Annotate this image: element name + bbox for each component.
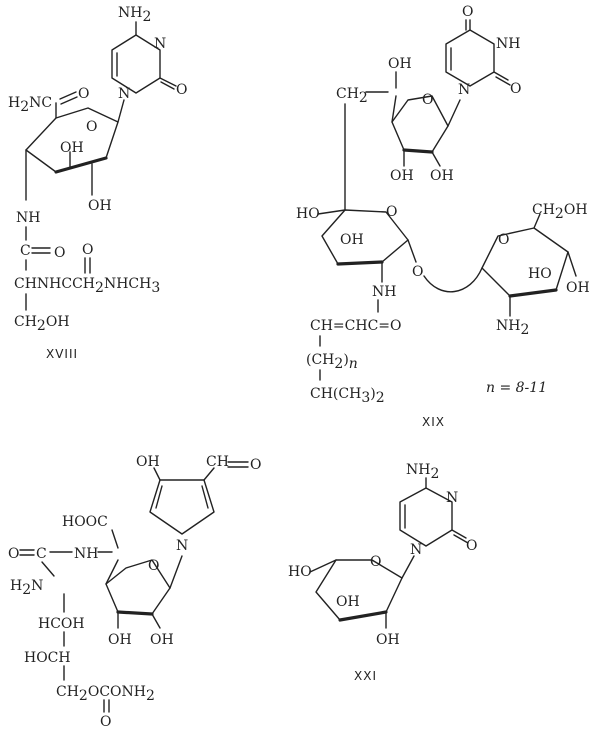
pyrrole-cho-o: O — [250, 457, 261, 473]
xix-pyranose-right — [481, 227, 569, 297]
xxi-cytosine-ring — [399, 487, 453, 547]
pyrrole-o-nh: O — [8, 546, 19, 562]
xix-oh-d: OH — [340, 232, 364, 248]
xix-chain: CH=CHC=O — [310, 318, 402, 334]
xix-uracil-ring — [445, 29, 495, 87]
xviii-ch2oh: CH2OH — [14, 314, 70, 334]
xix-oh-b: OH — [390, 168, 414, 184]
pyrrole-n: N — [176, 538, 188, 554]
xviii-chain: CHNHCCH2NHCH3 — [14, 276, 160, 296]
xix-ch2: CH2 — [336, 86, 368, 106]
pyrrole-hcoh: HCOH — [38, 616, 85, 632]
xix-ho-a: HO — [296, 206, 320, 222]
pyrrole-oh-top: OH — [136, 454, 160, 470]
xxi-caption: XXI — [354, 669, 377, 683]
pyrrole-furanose-ring — [105, 559, 171, 615]
xviii-o-carbonyl: O — [176, 82, 187, 98]
xviii-n-ring-top: N — [154, 36, 166, 52]
xix-note: n = 8-11 — [486, 380, 547, 396]
structure-xix: O NH N O O OH OH OH CH2 HO O OH O NH CH=… — [296, 4, 590, 429]
xix-o-pyr: O — [386, 204, 397, 220]
xix-n-ring: N — [458, 82, 470, 98]
xviii-nh: NH — [16, 210, 40, 226]
xviii-co: C — [20, 243, 31, 259]
xxi-nh2: NH2 — [406, 462, 439, 482]
pyrrole-ch2: CH2OCONH2 — [56, 684, 155, 704]
xviii-nh2: NH2 — [118, 5, 151, 25]
pyrrole-hoch: HOCH — [24, 650, 71, 666]
xxi-oh-b: OH — [376, 632, 400, 648]
xviii-oh2: OH — [88, 198, 112, 214]
pyrrole-hooc: HOOC — [62, 514, 108, 530]
structure-pyrrole-nucleoside: OH CH O N O OH OH HOOC O C NH H2N HCOH H… — [8, 454, 261, 729]
xviii-caption: XVIII — [46, 347, 78, 361]
xviii-cytosine-ring — [111, 34, 161, 94]
xix-oh-e: OH — [566, 280, 590, 296]
pyrrole-oh-b: OH — [150, 632, 174, 648]
pyrrole-h2n: H2N — [10, 578, 43, 598]
pyrrole-cho: CH — [206, 454, 229, 470]
xix-nh-b: NH — [372, 284, 396, 300]
xxi-o-carbonyl: O — [466, 538, 477, 554]
xxi-n-top: N — [446, 490, 458, 506]
pyrrole-c-nh: C — [36, 546, 47, 562]
xxi-n-bottom: N — [410, 542, 422, 558]
xxi-sugar-ring — [315, 559, 403, 621]
xviii-h2n-o: O — [78, 86, 89, 102]
xix-o-right: O — [510, 81, 521, 97]
pyrrole-nh: NH — [74, 546, 98, 562]
xix-o-link: O — [412, 264, 423, 280]
xix-oh-a: OH — [388, 56, 412, 72]
pyrrole-ring — [149, 479, 215, 535]
xix-ch2oh: CH2OH — [532, 202, 588, 222]
xix-ch: CH(CH3)2 — [310, 386, 385, 406]
xix-nh2: NH2 — [496, 318, 529, 338]
xviii-chain-o: O — [82, 242, 93, 258]
xix-ch2n: (CH2)n — [306, 352, 358, 372]
xix-nh: NH — [496, 36, 520, 52]
xix-ribose-ring — [391, 95, 449, 153]
xxi-o-ring: O — [370, 554, 381, 570]
pyrrole-o-furan: O — [148, 558, 159, 574]
pyrrole-oh-a: OH — [108, 632, 132, 648]
xviii-n-ring-bottom: N — [118, 86, 130, 102]
xix-o-top: O — [462, 4, 473, 20]
xix-caption: XIX — [422, 415, 445, 429]
xix-o-pyr2: O — [498, 232, 509, 248]
pyrrole-o-bottom: O — [100, 714, 111, 729]
xviii-oh1: OH — [60, 140, 84, 156]
xxi-oh-a: OH — [336, 594, 360, 610]
xix-o-furan: O — [422, 92, 433, 108]
xviii-h2n: H2NC — [8, 95, 52, 115]
xviii-o-ring: O — [86, 119, 97, 135]
xviii-co-o: O — [54, 245, 65, 261]
xix-ho-b: HO — [528, 266, 552, 282]
xxi-ho: HO — [288, 564, 312, 580]
xix-oh-c: OH — [430, 168, 454, 184]
structure-xviii: NH2 N N O H2NC O O OH OH NH C O CHNHCCH2… — [8, 5, 187, 361]
structure-xxi: NH2 N N O HO O OH OH XXI — [288, 462, 477, 683]
